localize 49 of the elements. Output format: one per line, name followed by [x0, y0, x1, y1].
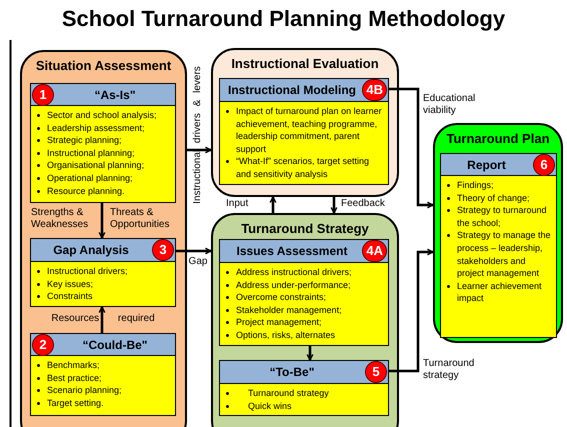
bullet-item: Strategy to manage the process – leadership, stakeholders and project management	[446, 229, 553, 280]
stage-container	[20, 50, 187, 427]
number-badge: 4B	[362, 79, 387, 101]
diagram-title: School Turnaround Planning Methodology	[60, 5, 506, 33]
note-label: Threats & Opportunities	[110, 207, 170, 231]
panel-heading: “To-Be"	[270, 365, 314, 379]
container-title: Turnaround Plan	[445, 131, 551, 147]
edge-label: Strengths & Weaknesses	[31, 207, 90, 231]
info-panel	[219, 78, 389, 185]
panel-heading: Gap Analysis	[53, 243, 129, 257]
edge-label: Resources required	[50, 313, 156, 325]
arrow	[98, 203, 106, 239]
number-badge: 3	[152, 239, 174, 261]
container-title: Situation Assessment	[34, 58, 172, 74]
arrow	[270, 196, 276, 213]
info-panel	[440, 153, 557, 338]
number-badge: 1	[32, 84, 54, 106]
info-panel	[219, 239, 389, 346]
arrow	[330, 197, 338, 214]
number-badge: 4A	[362, 240, 387, 262]
arrow	[98, 306, 106, 333]
edge-label: Input	[226, 198, 250, 210]
arrow	[306, 346, 314, 361]
number-badge: 6	[533, 154, 555, 176]
number-badge: 2	[32, 334, 54, 356]
panel-heading: “As-Is"	[94, 88, 136, 102]
number-badge: 5	[365, 361, 387, 383]
stage-container	[433, 123, 563, 343]
panel-heading: Instructional Modeling	[228, 83, 356, 97]
container-title: Instructional Evaluation	[230, 56, 380, 72]
arrow	[389, 248, 434, 372]
info-panel	[30, 333, 176, 416]
stage-container	[211, 213, 399, 427]
panel-heading: Issues Assessment	[236, 244, 348, 258]
edge-label: Feedback	[341, 198, 386, 210]
panel-heading: “Could-Be"	[82, 338, 148, 352]
panel-heading: Report	[467, 158, 506, 172]
arrow	[389, 88, 434, 208]
container-title: Turnaround Strategy	[240, 221, 370, 237]
arrow	[187, 146, 212, 154]
info-panel	[30, 238, 176, 307]
arrow	[176, 248, 212, 254]
info-panel	[219, 360, 389, 416]
stage-container	[211, 48, 399, 197]
edge-label: Educational viability	[423, 93, 476, 117]
edge-label: Gap	[188, 256, 208, 268]
edge-label: Instructional drivers & levers	[192, 65, 204, 206]
edge-label: Turnaround strategy	[423, 358, 476, 382]
info-panel	[30, 83, 176, 203]
